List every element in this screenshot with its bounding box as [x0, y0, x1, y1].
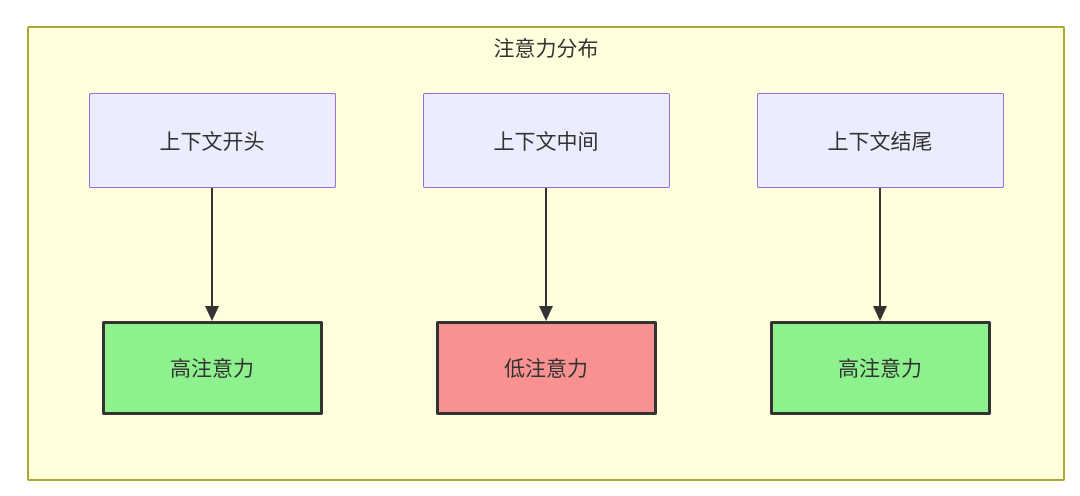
column-context-middle: 上下文中间 低注意力 — [422, 93, 670, 415]
arrow-left — [205, 188, 219, 321]
column-context-beginning: 上下文开头 高注意力 — [88, 93, 336, 415]
node-low-attention: 低注意力 — [435, 321, 657, 415]
node-label: 高注意力 — [170, 358, 254, 381]
node-label: 上下文开头 — [159, 130, 265, 154]
arrow-head-icon — [873, 306, 887, 321]
node-label: 低注意力 — [504, 358, 588, 381]
attention-distribution-subgraph: 注意力分布 上下文开头 高注意力 上下文中间 低注意力 — [27, 26, 1065, 481]
node-label: 上下文中间 — [493, 130, 599, 154]
node-label: 上下文结尾 — [827, 130, 933, 154]
diagram-title: 注意力分布 — [493, 38, 599, 61]
arrow-head-icon — [205, 306, 219, 321]
arrow-line — [211, 188, 213, 306]
diagram-columns: 上下文开头 高注意力 上下文中间 低注意力 上下文结 — [29, 93, 1063, 415]
node-label: 高注意力 — [838, 358, 922, 381]
arrow-middle — [539, 188, 553, 321]
arrow-right — [873, 188, 887, 321]
node-context-end: 上下文结尾 — [756, 93, 1004, 188]
node-context-beginning: 上下文开头 — [88, 93, 336, 188]
arrow-head-icon — [539, 306, 553, 321]
node-high-attention-right: 高注意力 — [769, 321, 991, 415]
node-context-middle: 上下文中间 — [422, 93, 670, 188]
node-high-attention-left: 高注意力 — [101, 321, 323, 415]
column-context-end: 上下文结尾 高注意力 — [756, 93, 1004, 415]
arrow-line — [879, 188, 881, 306]
arrow-line — [545, 188, 547, 306]
